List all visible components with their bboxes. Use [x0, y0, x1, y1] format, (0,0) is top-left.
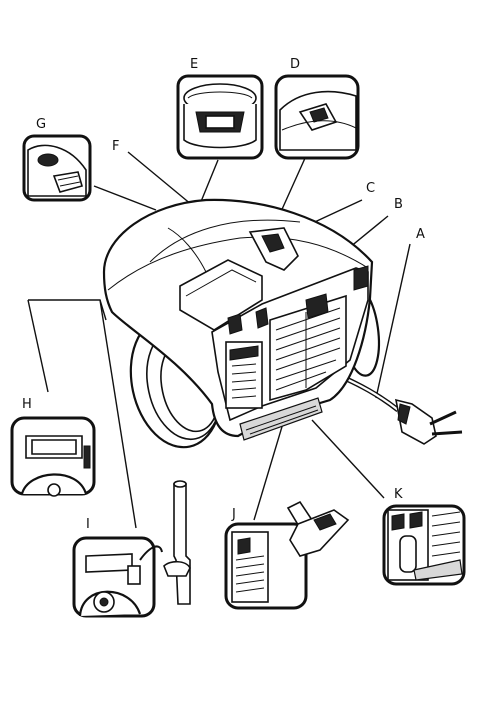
inset-g: [24, 136, 90, 200]
label-a: A: [416, 227, 425, 242]
leader-e: [200, 160, 218, 204]
leader-f: [128, 152, 192, 205]
leader-a: [376, 244, 410, 398]
inset-j: [226, 502, 348, 608]
vacuum-body: [104, 200, 462, 456]
leader-h: [28, 300, 48, 392]
inset-e: [178, 76, 262, 158]
inset-k: [384, 506, 464, 584]
label-e: E: [190, 57, 198, 72]
leader-i: [100, 300, 136, 528]
leader-h-top: [28, 300, 106, 320]
suction-tube: [164, 481, 190, 604]
label-b: B: [394, 197, 403, 212]
side-vent-grill: [226, 342, 262, 408]
label-g: G: [36, 117, 46, 132]
label-c: C: [366, 181, 375, 196]
label-h: H: [22, 397, 32, 412]
power-plug: [396, 400, 462, 444]
leader-k: [312, 420, 384, 498]
inset-h: [12, 418, 94, 496]
inset-d: [276, 76, 358, 158]
label-d: D: [290, 57, 300, 72]
label-k: K: [394, 487, 403, 502]
label-f: F: [112, 139, 119, 154]
leader-g: [94, 186, 156, 210]
label-i: I: [86, 517, 90, 532]
label-j: J: [231, 507, 236, 522]
